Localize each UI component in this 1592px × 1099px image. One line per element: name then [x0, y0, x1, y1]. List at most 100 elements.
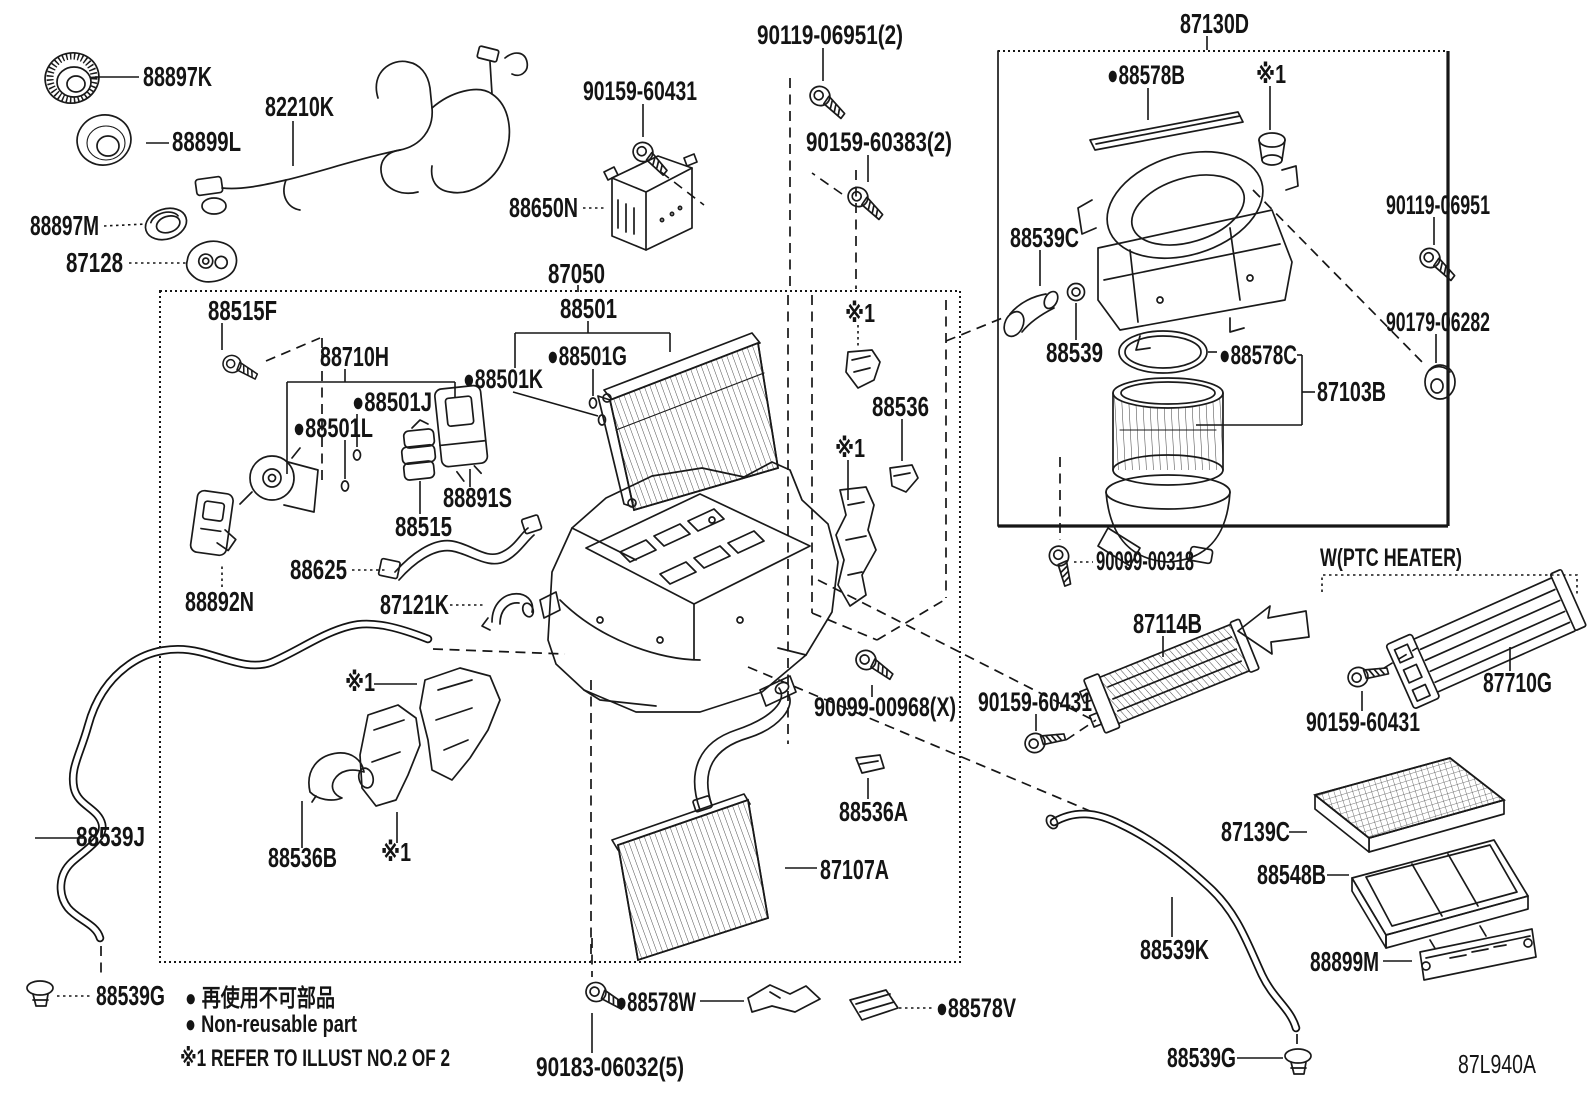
label-x1-b: ※1	[845, 298, 875, 328]
resistor-88891S-icon	[434, 384, 489, 482]
seal-88578B-icon	[1089, 111, 1244, 151]
label-90183-06032-5: 90183-06032(5)	[536, 1052, 684, 1082]
label-88578B: ●88578B	[1107, 60, 1185, 90]
label-88539G-bl: 88539G	[96, 980, 165, 1011]
label-legend-en: ● Non-reusable part	[185, 1011, 357, 1038]
drain-hose-88539J-icon	[56, 619, 433, 943]
label-88650N: 88650N	[509, 192, 578, 223]
leader-lines	[35, 36, 1578, 1059]
label-88899M: 88899M	[1310, 946, 1379, 977]
label-88539J: 88539J	[76, 821, 145, 852]
blower-motor-87103B-icon	[1097, 377, 1231, 567]
label-87L940A: 87L940A	[1458, 1049, 1536, 1079]
label-87121K: 87121K	[380, 589, 449, 620]
label-88515F: 88515F	[208, 295, 277, 326]
label-90159-60431-top: 90159-60431	[583, 76, 697, 106]
ptc-heater-87114B-icon	[1078, 618, 1260, 734]
label-88897K: 88897K	[143, 61, 212, 92]
label-x1-e: ※1	[381, 837, 411, 867]
label-87050: 87050	[548, 258, 605, 289]
bushing-88539-icon	[1066, 282, 1086, 302]
servo-88892N-icon	[189, 489, 237, 557]
bracket-x1-lowerB-icon	[359, 704, 421, 807]
label-88710H: 88710H	[320, 341, 389, 372]
leader-90159-60431-top	[660, 171, 705, 206]
label-88578V: ●88578V	[936, 993, 1016, 1023]
leader-ptc-banner	[1321, 574, 1578, 597]
label-87107A: 87107A	[820, 854, 889, 885]
label-88891S: 88891S	[443, 482, 512, 513]
label-88899L: 88899L	[172, 126, 241, 157]
damper-88515-icon	[400, 419, 437, 481]
label-88501: 88501	[560, 293, 617, 324]
grommet-88899L-icon	[76, 114, 132, 166]
bracket-88578W-icon	[747, 984, 821, 1013]
label-88897M: 88897M	[30, 210, 99, 241]
grommet-88897M-icon	[144, 207, 188, 241]
label-88578W: ●88578W	[616, 987, 696, 1017]
label-90159-60431-left: 90159-60431	[978, 687, 1092, 717]
clip-88536-icon	[889, 464, 919, 493]
servo-88710H-icon	[239, 447, 319, 513]
leader-88897M	[103, 223, 147, 227]
grommet-88539G-right-icon	[1284, 1048, 1312, 1075]
label-87139C: 87139C	[1221, 816, 1290, 847]
grommet-88539G-left-icon	[26, 980, 54, 1007]
wire-harness-82210K-icon	[194, 45, 529, 215]
plate-88899M-icon	[1419, 928, 1537, 981]
box-87050	[159, 290, 961, 963]
label-x1-a: ※1	[1256, 59, 1286, 89]
label-x1-d: ※1	[345, 667, 375, 697]
label-88501L: ●88501L	[293, 413, 373, 443]
label-88548B: 88548B	[1257, 859, 1326, 890]
label-90159-60383-2: 90159-60383(2)	[806, 127, 952, 157]
label-90179-06282: 90179-06282	[1386, 307, 1490, 337]
leader-88501K	[512, 391, 599, 417]
label-legend-jp: ● 再使用不可部品	[185, 984, 335, 1012]
clip-88536B-icon	[308, 752, 375, 803]
label-88515: 88515	[395, 511, 452, 542]
grommet-88897K-icon	[44, 52, 100, 104]
label-88539G-br: 88539G	[1167, 1042, 1236, 1073]
label-90099-00318: 90099-00318	[1096, 546, 1194, 576]
label-88501K: ●88501K	[463, 364, 543, 394]
label-87114B: 87114B	[1133, 608, 1202, 639]
tube-88625-icon	[377, 514, 543, 581]
clip-x1-top-icon	[845, 349, 881, 389]
label-87130D: 87130D	[1180, 8, 1249, 39]
oring-88578C-icon	[1118, 330, 1208, 374]
label-87103B: 87103B	[1317, 376, 1386, 407]
label-87128: 87128	[66, 247, 123, 278]
label-88625: 88625	[290, 554, 347, 585]
part-number-labels: 88897K88899L82210K88897M8712890159-60431…	[30, 8, 1552, 1082]
label-88536B: 88536B	[268, 842, 337, 873]
leader-90159-60431-left	[1065, 719, 1097, 741]
blower-housing-87130D-icon	[1077, 150, 1299, 351]
label-88536: 88536	[872, 391, 929, 422]
label-88539C: 88539C	[1010, 222, 1079, 253]
grommet-87128-icon	[185, 240, 238, 283]
label-87710G: 87710G	[1483, 667, 1552, 698]
cover-88578V-icon	[849, 989, 899, 1021]
label-90099-00968X: 90099-00968(X)	[814, 692, 956, 722]
evaporator-88501-icon	[597, 332, 780, 512]
label-88501G: ●88501G	[547, 341, 627, 371]
label-88539K: 88539K	[1140, 934, 1209, 965]
label-90119-06951: 90119-06951	[1386, 190, 1490, 220]
grommet-90179-06282-icon	[1424, 364, 1456, 400]
clip-88536A-icon	[855, 754, 885, 774]
filter-case-88548B-icon	[1351, 839, 1529, 951]
leader-90159-60431-right	[1383, 647, 1418, 669]
cabin-filter-87139C-icon	[1313, 757, 1506, 853]
label-90159-60431-right: 90159-60431	[1306, 707, 1420, 737]
projection-lines	[100, 78, 1426, 1050]
label-88892N: 88892N	[185, 586, 254, 617]
label-88539: 88539	[1046, 337, 1103, 368]
label-x1-c: ※1	[835, 433, 865, 463]
label-footnote: ※1 REFER TO ILLUST NO.2 OF 2	[180, 1045, 450, 1072]
label-88501J: ●88501J	[352, 387, 432, 417]
label-ptc-banner: W(PTC HEATER)	[1320, 544, 1462, 572]
label-88578C: ●88578C	[1219, 340, 1297, 370]
label-90119-06951-2: 90119-06951(2)	[757, 20, 903, 50]
